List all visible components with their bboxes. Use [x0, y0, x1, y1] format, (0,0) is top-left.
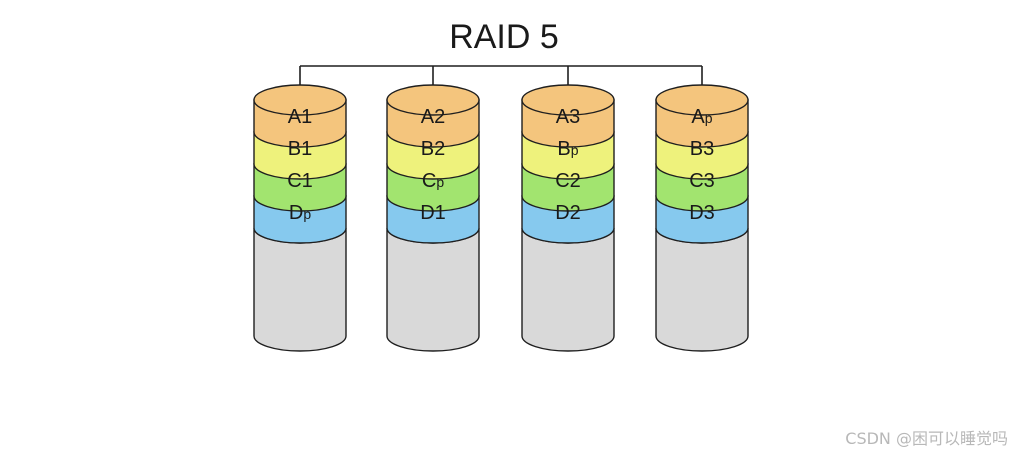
block-label-Dp: Dp [289, 202, 311, 224]
block-label-Ap: Ap [691, 106, 712, 128]
disk-free-space [655, 227, 749, 352]
disk-free-space [521, 227, 615, 352]
block-label-D2: D2 [555, 202, 581, 224]
block-label-B1: B1 [288, 138, 312, 160]
block-label-B3: B3 [690, 138, 714, 160]
disk-top-cap [655, 84, 749, 116]
block-label-A2: A2 [421, 106, 445, 128]
block-label-A3: A3 [556, 106, 580, 128]
block-label-B2: B2 [421, 138, 445, 160]
block-label-A1: A1 [288, 106, 312, 128]
disk-free-space [253, 227, 347, 352]
block-label-Cp: Cp [422, 170, 444, 192]
disk-top-cap [521, 84, 615, 116]
block-label-C3: C3 [689, 170, 715, 192]
block-label-D1: D1 [420, 202, 446, 224]
watermark: CSDN @困可以睡觉吗 [845, 429, 1008, 448]
block-label-C1: C1 [287, 170, 313, 192]
block-label-D3: D3 [689, 202, 715, 224]
disk-top-cap [253, 84, 347, 116]
connector-lines [299, 65, 703, 85]
block-label-Bp: Bp [557, 138, 578, 160]
disk-free-space [386, 227, 480, 352]
disk-top-cap [386, 84, 480, 116]
block-label-C2: C2 [555, 170, 581, 192]
diagram-title: RAID 5 [449, 18, 559, 56]
